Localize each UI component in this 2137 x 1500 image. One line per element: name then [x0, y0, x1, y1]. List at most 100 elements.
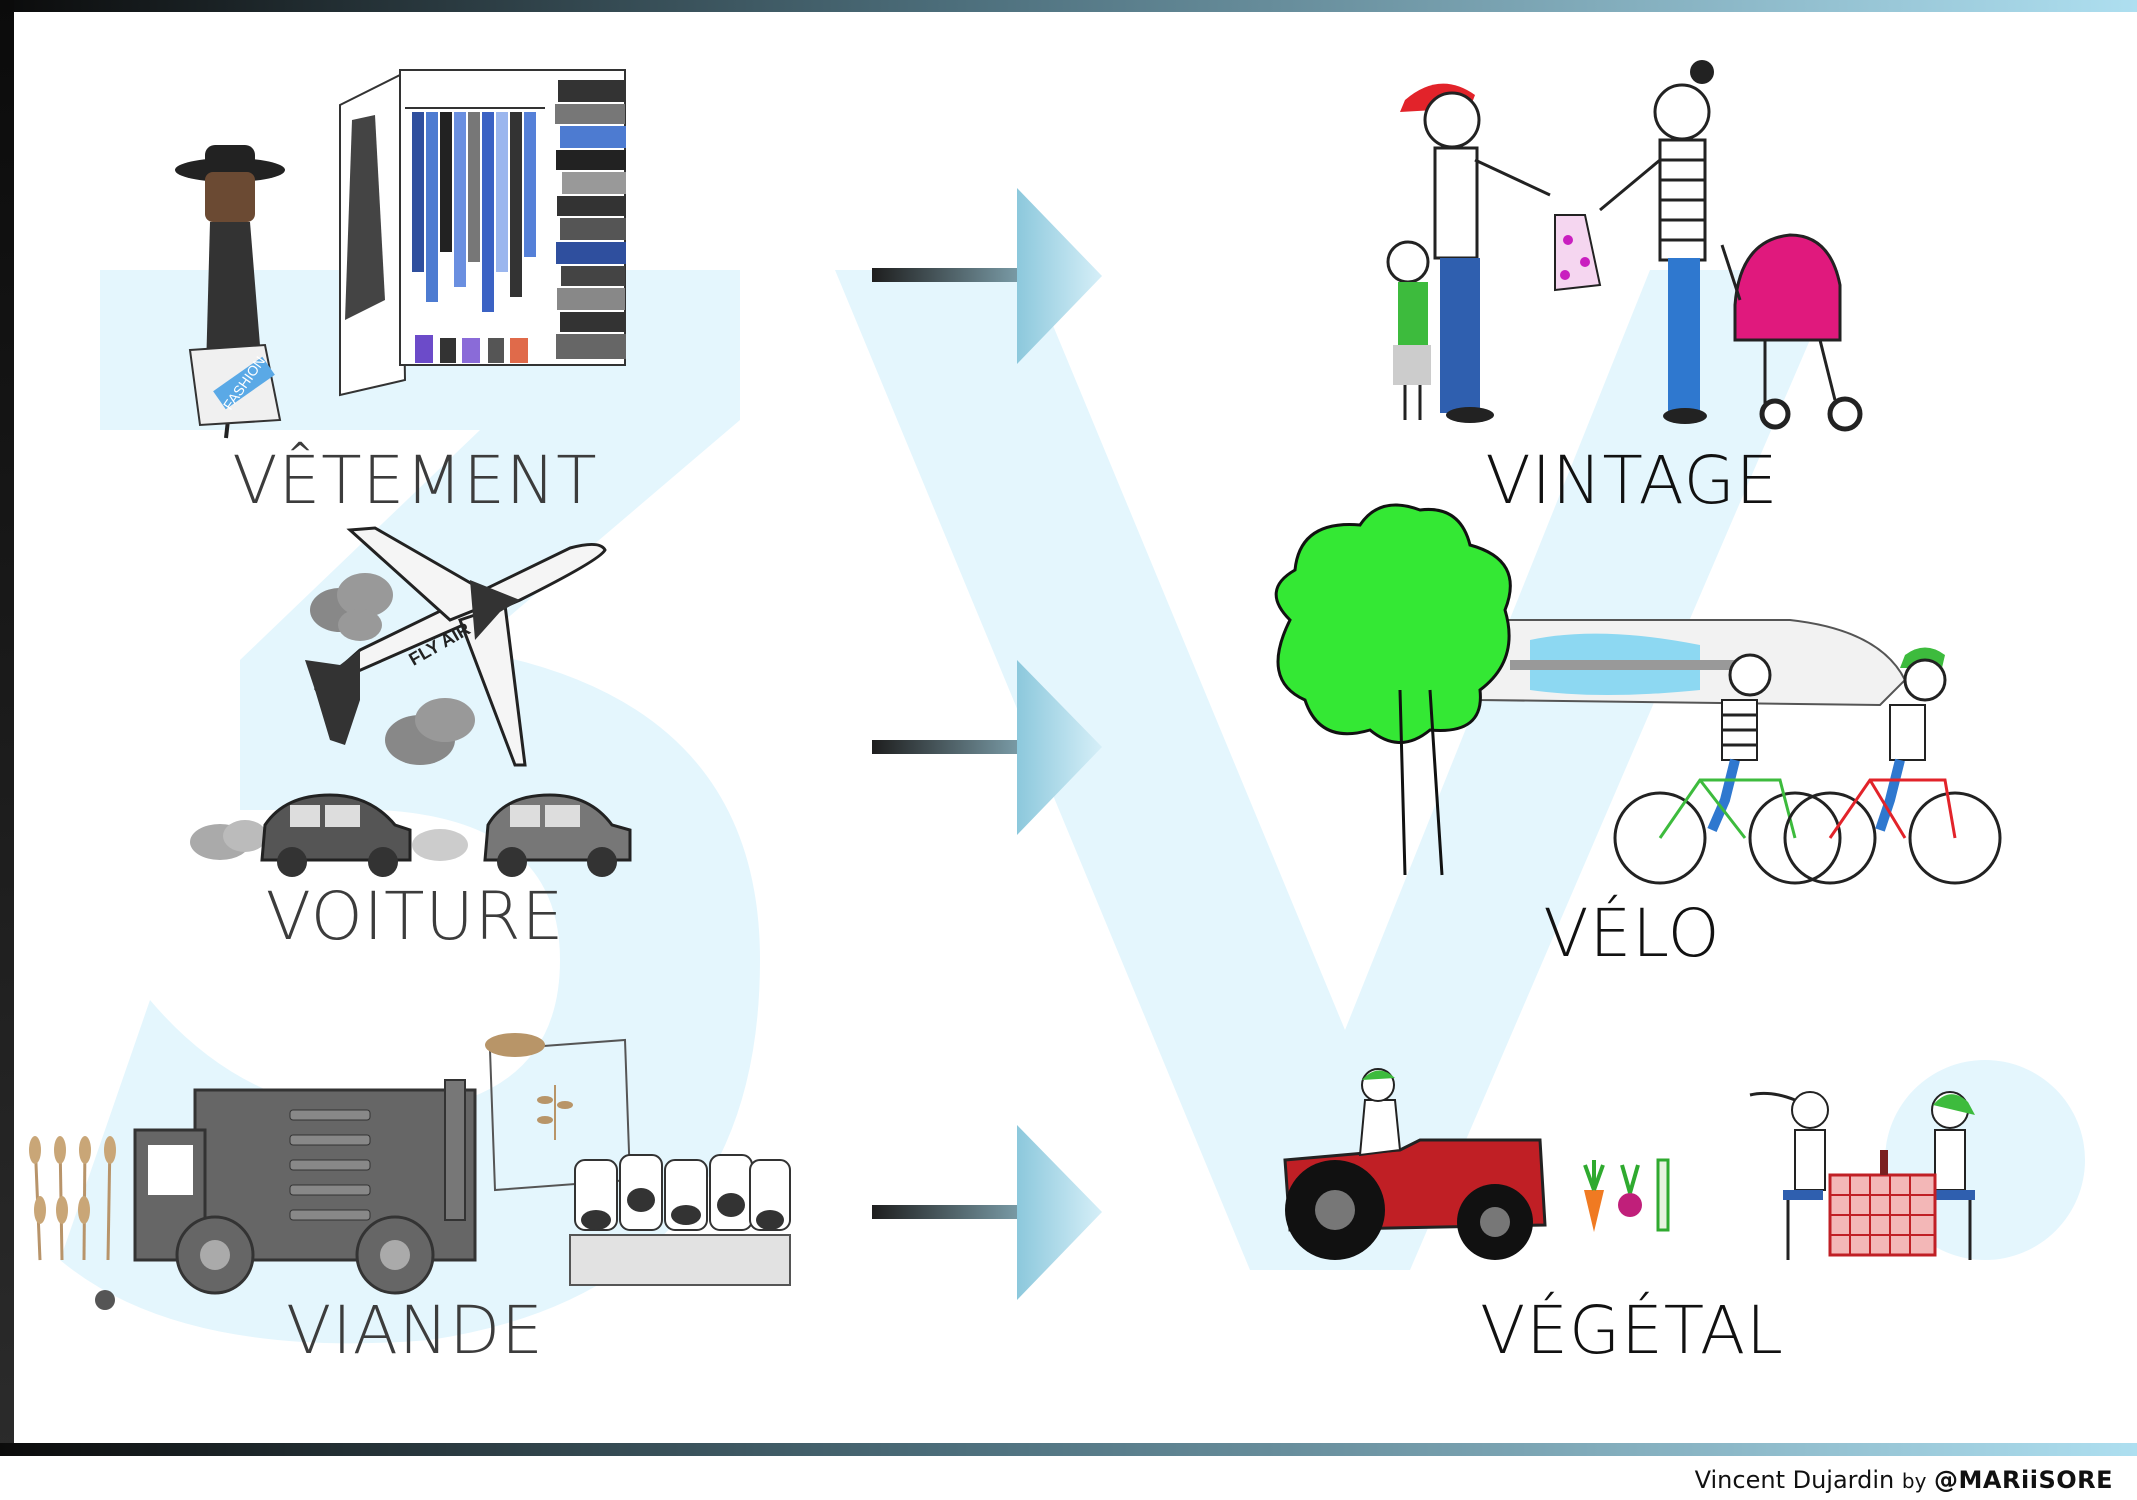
arrow-clothing	[872, 188, 1102, 364]
tablecloth-pattern	[1830, 1175, 1935, 1255]
car-1-window	[325, 805, 360, 827]
wine-bottle	[1880, 1150, 1888, 1175]
man-jeans	[1440, 258, 1480, 413]
bag-tag	[213, 356, 275, 410]
cyclist-woman-legs	[1707, 758, 1740, 832]
child-skirt	[1393, 345, 1431, 385]
label-vetement: VÊTEMENT	[232, 442, 598, 519]
man-shoe	[1446, 407, 1494, 423]
frame-top	[0, 0, 2137, 12]
man-shirt	[1433, 146, 1479, 260]
diner-man-body	[1934, 1129, 1966, 1191]
woman-head	[1653, 83, 1711, 141]
shoe-row	[415, 335, 528, 363]
tractor	[1283, 1068, 1547, 1260]
cyclist-man-head	[1903, 658, 1947, 702]
plane-nose-band	[470, 580, 520, 640]
truck-vents	[289, 1109, 371, 1221]
vintage-illustration	[1386, 60, 1863, 432]
woman-hat-crown	[205, 145, 255, 173]
bike-wheel	[1613, 791, 1707, 885]
label-viande: VIANDE	[286, 1292, 544, 1369]
bike-frame-green	[1658, 778, 1797, 839]
plane-tail	[305, 650, 360, 745]
man-figure	[1400, 83, 1551, 423]
hanging-coat	[345, 115, 385, 320]
tree	[1274, 503, 1512, 876]
arrow-head	[1017, 660, 1102, 835]
car-2-wheel	[497, 847, 527, 877]
bike-wheel	[1748, 791, 1842, 885]
vegetal-illustration	[1283, 1068, 1975, 1260]
woman-bun	[1690, 60, 1714, 84]
car-1-window	[290, 805, 320, 827]
stroller-wheel	[1827, 396, 1863, 432]
arrow-head	[1017, 1125, 1102, 1300]
stroller	[1720, 233, 1863, 432]
woman-jeans	[1668, 258, 1700, 413]
truck-exhaust	[444, 1079, 466, 1221]
plane-illustration: FLY AIR	[305, 526, 607, 767]
background-v-shape	[835, 270, 1840, 1270]
cyclist-man	[1783, 647, 2002, 885]
cyclist-man-legs	[1875, 758, 1905, 832]
child-figure	[1386, 240, 1431, 420]
credit-handle: @MARiiSORE	[1934, 1466, 2113, 1494]
bike-wheel	[1908, 791, 2002, 885]
stroller-handle	[1720, 244, 1742, 301]
arrow-food	[872, 1125, 1102, 1300]
frame-bottom	[0, 1443, 2137, 1456]
diner-man-cap	[1933, 1094, 1975, 1115]
car-1-wheel	[368, 847, 398, 877]
truck-hitch	[95, 1290, 115, 1310]
credit-by: by	[1901, 1469, 1927, 1493]
tractor-driver-cap	[1362, 1070, 1395, 1080]
car-2-window	[545, 805, 580, 827]
illustrations: FASHION	[29, 60, 2002, 1310]
cow-heads	[574, 1154, 791, 1231]
truck-wheel-hub	[380, 1240, 410, 1270]
dinner-scene	[1749, 1091, 1975, 1260]
carrot	[1584, 1190, 1604, 1232]
wardrobe-illustration	[339, 69, 626, 397]
car-2-window	[510, 805, 540, 827]
arrow-transport	[872, 660, 1102, 835]
leek	[1656, 1158, 1670, 1232]
tree-trunk	[1398, 689, 1444, 876]
train	[1479, 619, 1907, 707]
tractor-big-hub	[1315, 1190, 1355, 1230]
credit-line: Vincent Dujardin by @MARiiSORE	[1695, 1466, 2113, 1494]
background-three-shape	[60, 270, 760, 1344]
label-vegetal: VÉGÉTAL	[1480, 1292, 1784, 1369]
radish	[1618, 1193, 1642, 1217]
diner-woman-chair	[1783, 1190, 1823, 1200]
cars-illustration	[190, 793, 632, 877]
bike-frame-red	[1828, 778, 1957, 839]
woman-shoe	[1663, 408, 1707, 424]
hanging-clothes	[412, 112, 536, 312]
stroller-wheel	[1759, 398, 1791, 430]
silo-illustration	[485, 1033, 632, 1192]
bike-wheel	[1783, 791, 1877, 885]
frame-left	[0, 0, 14, 1455]
fashion-woman-illustration: FASHION	[175, 145, 285, 439]
folded-stack	[555, 80, 626, 359]
tractor-small-hub	[1480, 1207, 1510, 1237]
cyclist-man-top	[1889, 704, 1926, 761]
diner-man-chair	[1935, 1190, 1975, 1200]
stroller-frame	[1818, 339, 1837, 401]
tractor-driver	[1358, 1099, 1402, 1157]
label-velo: VÉLO	[1543, 895, 1721, 972]
tree-canopy	[1274, 503, 1512, 744]
child-head	[1386, 240, 1430, 284]
label-vintage: VINTAGE	[1485, 442, 1779, 519]
vegetables	[1583, 1158, 1670, 1232]
dress-item	[1554, 214, 1602, 292]
stripes	[1660, 158, 1705, 242]
smoke-clouds	[310, 573, 475, 765]
man-head	[1423, 91, 1481, 149]
credit-author: Vincent Dujardin	[1694, 1466, 1895, 1494]
truck-wheel-hub	[200, 1240, 230, 1270]
car-2-wheel	[587, 847, 617, 877]
stroller-hood	[1733, 233, 1842, 342]
